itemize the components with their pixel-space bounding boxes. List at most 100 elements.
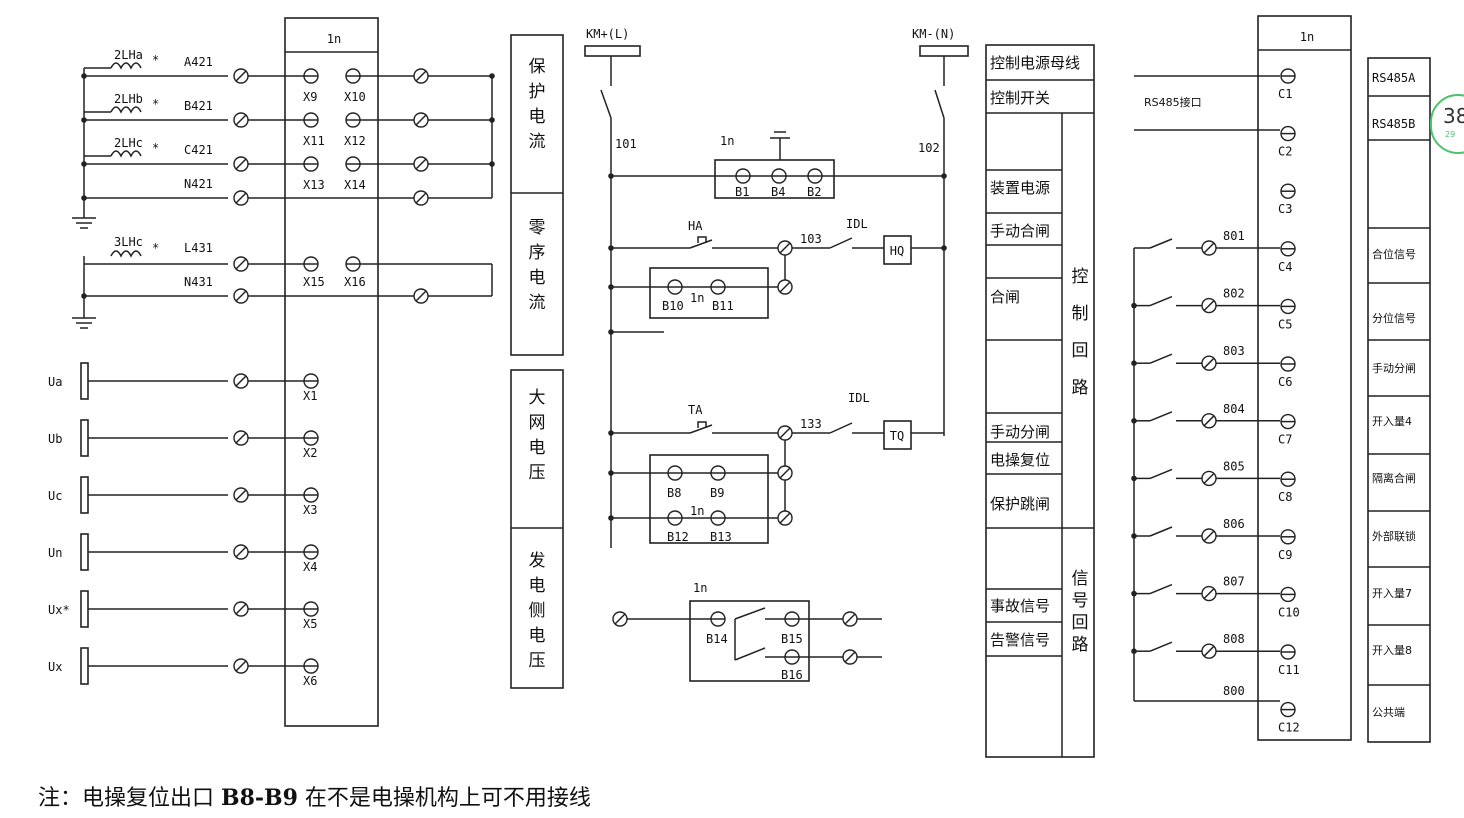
- side-label-signal: 信号回路: [1072, 569, 1089, 655]
- right-table-row-7: 外部联锁: [1372, 529, 1416, 543]
- table-row-control-switch: 控制开关: [990, 89, 1050, 107]
- terminal-label-X2: X2: [303, 446, 317, 460]
- terminal-label-C4: C4: [1278, 260, 1292, 274]
- signal-output-box: [689, 600, 810, 682]
- close-aux-blade: [829, 237, 853, 249]
- junction-dot: [81, 117, 87, 123]
- negative-fuse: [919, 45, 969, 57]
- junction-dot: [608, 329, 614, 335]
- zero-ct-name: 3LHc: [114, 235, 143, 249]
- footnote: 注：电操复位出口 B8-B9 在不是电操机构上可不用接线: [38, 780, 591, 812]
- input-contact-3: [1149, 411, 1173, 422]
- power-terminal-box: [714, 159, 835, 199]
- terminal-label-X16: X16: [344, 275, 366, 289]
- terminal-label-B13: B13: [710, 530, 732, 544]
- junction-dot: [608, 173, 614, 179]
- trip-aux-blade: [829, 422, 853, 434]
- device-label-right: 1n: [1300, 30, 1314, 44]
- close-aux-label: IDL: [846, 217, 868, 231]
- communication-section: 1nRS485接口C1C2C3C4C5C6C7C8C9C10C11C128018…: [1131, 15, 1352, 741]
- terminal-slash: [415, 114, 427, 126]
- trip-coil-label: TQ: [890, 429, 904, 443]
- trip-switch-label: TA: [688, 403, 703, 417]
- ct-coil: [110, 150, 142, 158]
- ct-polarity-1: *: [152, 97, 159, 111]
- function-label-protection-current: 保护电流: [529, 57, 546, 152]
- input-wire-label-807: 807: [1223, 575, 1245, 589]
- zero-ct-polarity: *: [152, 241, 159, 255]
- terminal-slash: [1203, 530, 1215, 542]
- negative-bus-label: KM-(N): [912, 27, 955, 41]
- table-row-device-power: 装置电源: [990, 179, 1050, 197]
- close-output-box: [649, 267, 769, 319]
- ct-polarity-2: *: [152, 141, 159, 155]
- zero-neutral-label: N431: [184, 275, 213, 289]
- right-table-row-3: 分位信号: [1372, 311, 1416, 325]
- function-label-zero-current: 零序电流: [529, 218, 546, 313]
- table-row-reset: 电操复位: [990, 451, 1050, 469]
- ct-coil: [110, 250, 142, 258]
- input-wire-label-805: 805: [1223, 459, 1245, 473]
- junction-dot: [489, 117, 495, 123]
- right-table-row-10: 公共端: [1372, 706, 1405, 719]
- terminal-slash: [779, 427, 791, 439]
- trip-aux-label: IDL: [848, 391, 870, 405]
- table-row-manual-trip: 手动分闸: [990, 423, 1050, 441]
- terminal-label-C1: C1: [1278, 87, 1292, 101]
- terminal-label-B15: B15: [781, 632, 803, 646]
- terminal-label-C6: C6: [1278, 375, 1292, 389]
- terminal-label-X15: X15: [303, 275, 325, 289]
- terminal-slash: [235, 660, 247, 672]
- terminal-slash: [415, 192, 427, 204]
- terminal-slash: [235, 603, 247, 615]
- input-wire-label-802: 802: [1223, 287, 1245, 301]
- close-switch-label: HA: [688, 219, 703, 233]
- terminal-slash: [235, 192, 247, 204]
- ct-wire-2: C421: [184, 143, 213, 157]
- device-label-signal: 1n: [693, 581, 707, 595]
- terminal-label-X14: X14: [344, 178, 366, 192]
- footnote-suffix: 在不是电操机构上可不用接线: [297, 786, 591, 811]
- right-table-row-2: 合位信号: [1372, 247, 1416, 261]
- rs485-label: RS485接口: [1144, 96, 1202, 109]
- input-wire-label-806: 806: [1223, 517, 1245, 531]
- junction-dot: [81, 73, 87, 79]
- junction-dot: [608, 245, 614, 251]
- terminal-slash: [844, 613, 856, 625]
- voltage-name-4: Ux*: [48, 603, 70, 617]
- voltage-name-2: Uc: [48, 489, 62, 503]
- terminal-label-X12: X12: [344, 134, 366, 148]
- right-table-row-5: 开入量4: [1372, 415, 1412, 428]
- function-table-frame: [985, 44, 1095, 758]
- positive-switch-blade: [600, 89, 612, 119]
- terminal-label-X10: X10: [344, 90, 366, 104]
- terminal-slash: [235, 158, 247, 170]
- junction-dot: [81, 161, 87, 167]
- voltage-name-3: Un: [48, 546, 62, 560]
- close-coil-label: HQ: [890, 244, 904, 258]
- terminal-label-B16: B16: [781, 668, 803, 682]
- voltage-name-5: Ux: [48, 660, 62, 674]
- ct-polarity-0: *: [152, 53, 159, 67]
- terminal-slash: [235, 489, 247, 501]
- junction-dot: [941, 245, 947, 251]
- right-table-row-8: 开入量7: [1372, 587, 1412, 600]
- device-1n-box-left: [284, 17, 379, 727]
- ct-wire-1: B421: [184, 99, 213, 113]
- left-label-column-upper: [510, 34, 564, 356]
- voltage-input-block-3: [80, 533, 89, 571]
- terminal-slash: [235, 546, 247, 558]
- device-label-left: 1n: [327, 32, 341, 46]
- terminal-slash: [779, 512, 791, 524]
- input-contact-6: [1149, 583, 1173, 595]
- common-wire-label: 800: [1223, 684, 1245, 698]
- input-wire-label-803: 803: [1223, 344, 1245, 358]
- voltage-name-1: Ub: [48, 432, 62, 446]
- terminal-slash: [779, 281, 791, 293]
- terminal-label-B1: B1: [735, 185, 749, 199]
- trip-switch-push: [697, 421, 707, 428]
- close-switch-blade: [689, 239, 713, 249]
- terminal-label-C7: C7: [1278, 433, 1292, 447]
- table-row-manual-close: 手动合闸: [990, 222, 1050, 240]
